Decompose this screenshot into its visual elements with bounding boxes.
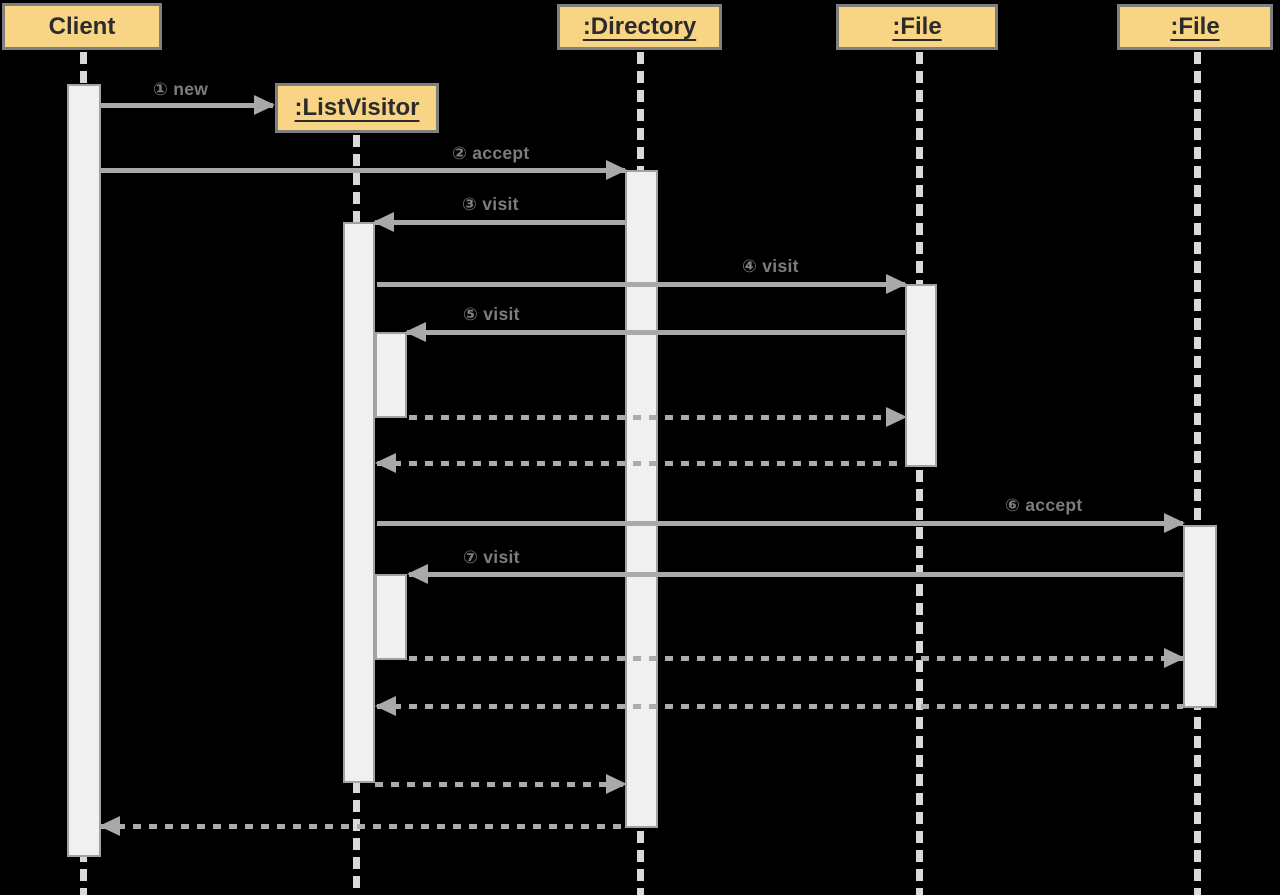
actor-box-directory: :Directory — [557, 4, 722, 50]
arrowhead-left-icon — [375, 453, 396, 473]
message-label-visit-1: ③ visit — [462, 194, 519, 214]
message-line — [409, 571, 1183, 577]
message-label-visit-2: ⑤ visit — [463, 304, 520, 324]
actor-label-directory: :Directory — [582, 13, 697, 40]
activation-file2 — [1183, 525, 1217, 708]
return-line — [409, 414, 905, 420]
message-line — [101, 167, 625, 173]
arrowhead-right-icon — [886, 407, 907, 427]
lifeline-file2 — [1194, 52, 1201, 895]
activation-listvisitor-nested-2 — [375, 574, 407, 660]
arrowhead-right-icon — [1164, 513, 1185, 533]
arrowhead-right-icon — [606, 160, 627, 180]
activation-listvisitor — [343, 222, 375, 783]
arrowhead-left-icon — [407, 564, 428, 584]
return-line — [377, 460, 903, 466]
return-line — [377, 703, 1183, 709]
return-line — [409, 655, 1183, 661]
message-label-visit-3: ⑦ visit — [463, 547, 520, 567]
return-line — [375, 781, 625, 787]
actor-box-file1: :File — [836, 4, 998, 50]
actor-label-file1: :File — [892, 13, 942, 40]
actor-label-listvisitor: :ListVisitor — [294, 94, 420, 121]
message-line — [375, 219, 625, 225]
message-label-accept-file2: ⑥ accept — [1005, 495, 1083, 515]
message-label-new: ① new — [153, 79, 209, 99]
arrowhead-left-icon — [99, 816, 120, 836]
arrowhead-right-icon — [254, 95, 275, 115]
activation-client — [67, 84, 101, 857]
actor-box-file2: :File — [1117, 4, 1273, 50]
activation-listvisitor-nested-1 — [375, 332, 407, 418]
message-line — [101, 102, 273, 108]
message-label-visit-file1: ④ visit — [742, 256, 799, 276]
message-line — [377, 520, 1183, 526]
message-line — [407, 329, 905, 335]
actor-box-listvisitor: :ListVisitor — [275, 83, 439, 133]
message-label-accept-directory: ② accept — [452, 143, 530, 163]
lifeline-file1 — [916, 52, 923, 895]
arrowhead-left-icon — [375, 696, 396, 716]
actor-box-client: Client — [2, 3, 162, 50]
arrowhead-right-icon — [606, 774, 627, 794]
arrowhead-right-icon — [1164, 648, 1185, 668]
arrowhead-left-icon — [373, 212, 394, 232]
arrowhead-right-icon — [886, 274, 907, 294]
actor-label-file2: :File — [1170, 13, 1220, 40]
return-line — [101, 823, 625, 829]
message-line — [377, 281, 905, 287]
arrowhead-left-icon — [405, 322, 426, 342]
actor-label-client: Client — [48, 12, 116, 40]
activation-directory — [625, 170, 658, 828]
activation-file1 — [905, 284, 937, 467]
